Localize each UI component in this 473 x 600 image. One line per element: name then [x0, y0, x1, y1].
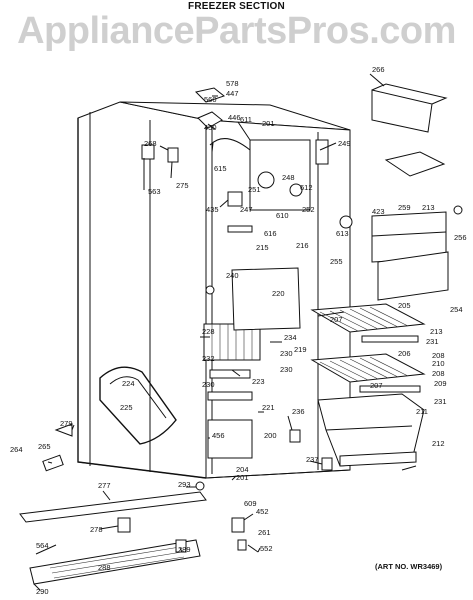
callout-number: 237: [306, 455, 319, 464]
callout-number: 288: [98, 563, 111, 572]
callout-number: 290: [36, 587, 49, 596]
callout-number: 247: [240, 205, 253, 214]
callout-number: 201: [262, 119, 275, 128]
callout-number: 578: [226, 79, 239, 88]
callout-number: 210: [432, 359, 445, 368]
callout-number: 452: [256, 507, 269, 516]
callout-number: 207: [330, 315, 343, 324]
callout-number: 224: [122, 379, 135, 388]
callout-number: 613: [336, 229, 349, 238]
callout-number: 234: [284, 333, 297, 342]
callout-number: 209: [434, 379, 447, 388]
callout-number: 223: [252, 377, 265, 386]
callout-number: 435: [206, 205, 219, 214]
callout-number: 278: [90, 525, 103, 534]
callout-number: 450: [204, 123, 217, 132]
callout-number: 256: [454, 233, 467, 242]
callout-number: 456: [212, 431, 225, 440]
callout-number: 423: [372, 207, 385, 216]
callout-number: 259: [398, 203, 411, 212]
callout-number: 207: [370, 381, 383, 390]
top-components: [141, 87, 353, 233]
callout-number: 261: [258, 528, 271, 537]
callout-number: 225: [120, 403, 133, 412]
callout-number: 447: [226, 89, 239, 98]
callout-number: 230: [280, 365, 293, 374]
callout-number: 208: [432, 351, 445, 360]
door-bins: [371, 83, 463, 301]
callout-number: 240: [226, 271, 239, 280]
callout-number: 563: [148, 187, 161, 196]
callout-number: 216: [296, 241, 309, 250]
callout-number: 213: [430, 327, 443, 336]
callout-number: 268: [144, 139, 157, 148]
callout-number: 289: [178, 545, 191, 554]
callout-number: 251: [248, 185, 261, 194]
callout-number: 564: [36, 541, 49, 550]
callout-number: 265: [38, 442, 51, 451]
callout-number: 610: [276, 211, 289, 220]
callout-number: 254: [450, 305, 463, 314]
callout-number: 252: [302, 205, 315, 214]
callout-number: 616: [264, 229, 277, 238]
callout-number: 230: [280, 349, 293, 358]
callout-number: 231: [426, 337, 439, 346]
callout-number: 215: [256, 243, 269, 252]
callout-number: 212: [432, 439, 445, 448]
evaporator-assembly: [203, 267, 301, 459]
callout-number: 264: [10, 445, 23, 454]
callout-number: 277: [98, 481, 111, 490]
callout-number: 446: [228, 113, 241, 122]
callout-number: 230: [202, 380, 215, 389]
callout-number: 220: [272, 289, 285, 298]
callout-number: 228: [202, 327, 215, 336]
callout-number: 609: [244, 499, 257, 508]
watermark-logo: AppliancePartsPros.com: [17, 10, 456, 52]
callout-number: 236: [292, 407, 305, 416]
callout-number: 611: [240, 115, 252, 124]
callout-number: 221: [262, 403, 275, 412]
section-title: FREEZER SECTION: [188, 1, 285, 12]
callout-number: 615: [214, 164, 227, 173]
bottom-rails: [19, 491, 259, 585]
door-gasket-area: [42, 366, 333, 491]
callout-number: 204: [236, 465, 249, 474]
callout-number: 232: [202, 354, 215, 363]
callout-number: 255: [330, 257, 343, 266]
callout-number: 560: [204, 95, 217, 104]
callout-number: 213: [422, 203, 435, 212]
callout-number: 612: [300, 183, 313, 192]
callout-number: 279: [60, 419, 73, 428]
callout-number: 293: [178, 480, 191, 489]
callout-number: 248: [282, 173, 295, 182]
art-number: (ART NO. WR3469): [375, 562, 443, 571]
callout-number: 211: [416, 407, 428, 416]
callout-number: 249: [338, 139, 351, 148]
callout-number: 266: [372, 65, 385, 74]
callout-number: 208: [432, 369, 445, 378]
callout-number: 201: [236, 473, 249, 482]
shelves: [310, 303, 426, 467]
callout-number: 206: [398, 349, 411, 358]
callout-number: 219: [294, 345, 307, 354]
leader-lines: [33, 73, 417, 591]
callout-number: 552: [260, 544, 273, 553]
callout-number: 200: [264, 431, 277, 440]
callout-number: 205: [398, 301, 411, 310]
callout-number: 275: [176, 181, 189, 190]
callout-number: 231: [434, 397, 447, 406]
